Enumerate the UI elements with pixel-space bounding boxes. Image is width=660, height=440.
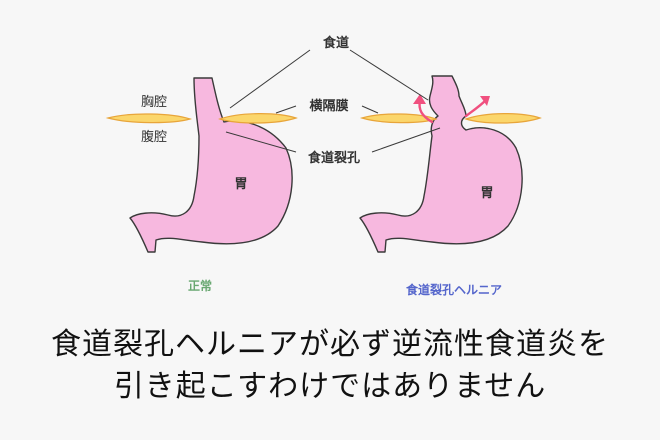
diaphragm-right-outer <box>359 113 438 124</box>
label-stomach-normal: 胃 <box>234 177 247 192</box>
hernia-anatomy <box>359 75 542 253</box>
leader-hiatus-left <box>225 131 297 153</box>
headline-line-1: 食道裂孔ヘルニアが必ず逆流性食道炎を <box>51 327 609 362</box>
leader-hiatus-right <box>371 127 441 153</box>
leader-esophagus-left <box>229 49 311 109</box>
diaphragm-right-inner <box>464 113 542 124</box>
label-abdominal-cavity: 腹腔 <box>141 129 167 145</box>
leader-diaphragm-right <box>361 105 379 114</box>
label-esophagus: 食道 <box>323 35 349 51</box>
reflux-arrow-left-head <box>413 94 426 104</box>
diaphragm-left-outer <box>105 113 193 124</box>
normal-anatomy <box>105 77 298 253</box>
leader-lines <box>225 49 441 153</box>
leader-diaphragm-left <box>275 105 297 114</box>
headline-line-2: 引き起こすわけではありません <box>113 369 547 404</box>
normal-stomach <box>129 77 293 253</box>
label-diaphragm: 横隔膜 <box>309 98 348 114</box>
hernia-stomach <box>359 75 523 253</box>
label-hiatus: 食道裂孔 <box>308 150 360 166</box>
diaphragm-left-inner <box>218 113 298 124</box>
leader-esophagus-right <box>349 49 429 101</box>
label-chest-cavity: 胸腔 <box>141 95 167 110</box>
reflux-arrow-right <box>464 98 488 118</box>
label-stomach-hernia: 胃 <box>480 186 493 201</box>
hiatal-hernia-diagram: 食道 胸腔 横隔膜 腹腔 食道裂孔 胃 胃 正常 食道裂孔ヘルニア <box>105 35 542 297</box>
caption-normal: 正常 <box>188 278 212 293</box>
reflux-arrow-right-head <box>480 96 490 106</box>
caption-hernia: 食道裂孔ヘルニア <box>405 282 502 297</box>
